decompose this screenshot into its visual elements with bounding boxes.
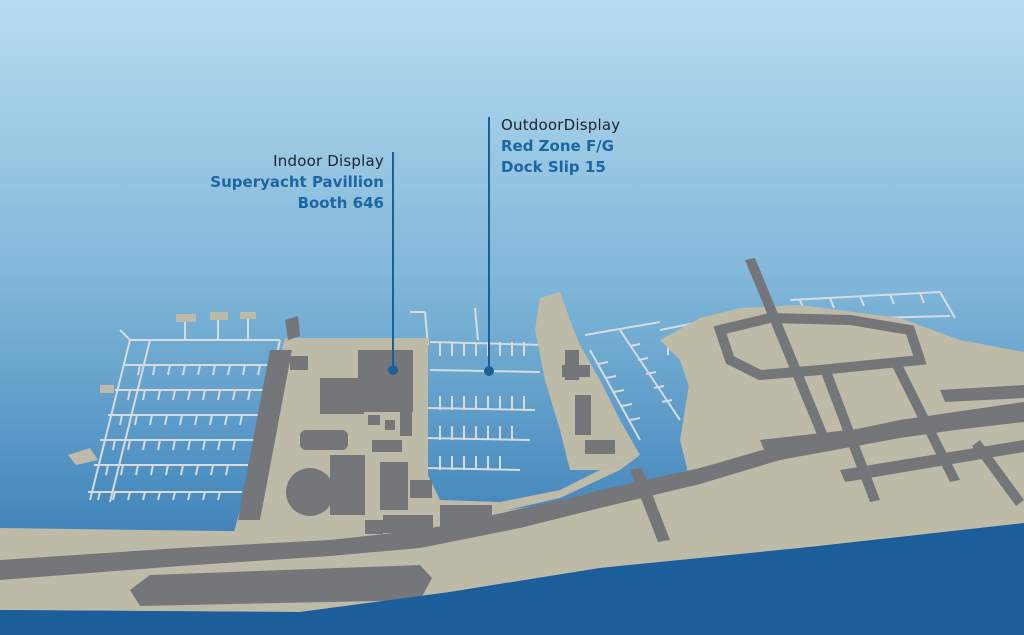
outdoor-callout-zone: Red Zone F/G	[501, 137, 614, 155]
indoor-callout-venue: Superyacht Pavillion	[210, 173, 384, 191]
indoor-callout-title: Indoor Display	[273, 152, 384, 170]
docks	[88, 291, 956, 521]
outdoor-display-callout: OutdoorDisplay Red Zone F/G Dock Slip 15	[501, 115, 620, 178]
buildings-and-roads	[0, 258, 1024, 606]
small-dock-structures	[68, 312, 256, 465]
outdoor-location-marker[interactable]	[484, 366, 494, 376]
indoor-location-marker[interactable]	[388, 365, 398, 375]
outdoor-callout-slip: Dock Slip 15	[501, 158, 606, 176]
outdoor-callout-title: OutdoorDisplay	[501, 116, 621, 134]
indoor-callout-booth: Booth 646	[297, 194, 384, 212]
sea-foreground	[0, 523, 1024, 635]
indoor-display-callout: Indoor Display Superyacht Pavillion Boot…	[210, 151, 384, 214]
